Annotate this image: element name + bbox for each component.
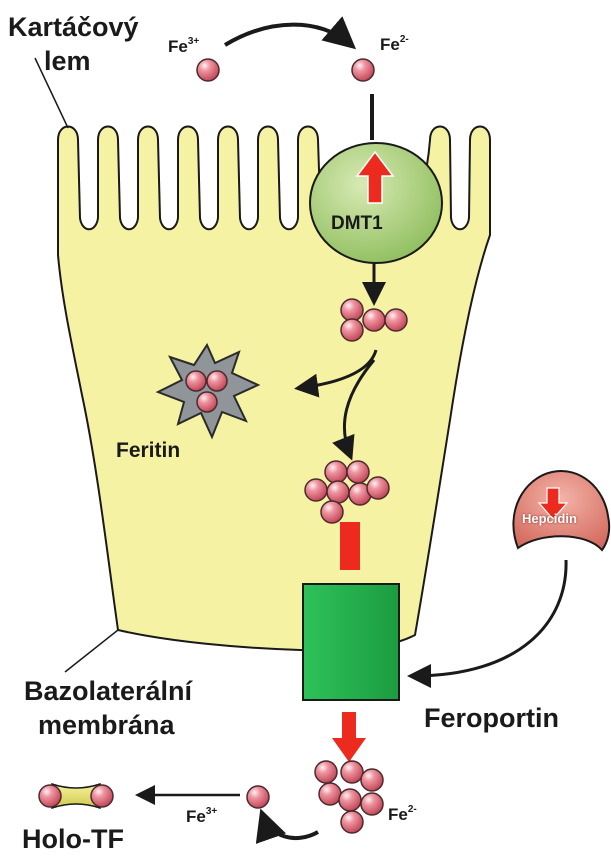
ferroportin-channel bbox=[303, 584, 399, 700]
fe3-ion-top bbox=[197, 59, 219, 81]
ferritin-label: Feritin bbox=[116, 440, 180, 461]
fe3-bottom-label: Fe3+ bbox=[186, 808, 217, 825]
fe2-bottom-label: Fe2- bbox=[388, 806, 417, 823]
fe3-top-label: Fe3+ bbox=[168, 38, 199, 55]
brush-border-label-line2: lem bbox=[44, 48, 91, 75]
basolateral-label-line2: membrána bbox=[38, 712, 175, 739]
holo-tf-label: Holo-TF bbox=[22, 826, 124, 853]
inhibition-bar bbox=[340, 522, 360, 570]
dmt1-label: DMT1 bbox=[331, 214, 383, 233]
oxidation-arrow bbox=[263, 816, 318, 838]
ferroportin-label: Feroportin bbox=[424, 705, 559, 732]
fe3-ion-bottom bbox=[247, 786, 269, 808]
bottom-fe2-cluster bbox=[315, 761, 383, 833]
fe2-top-label: Fe2- bbox=[380, 36, 409, 53]
reduction-arrow bbox=[225, 25, 350, 45]
basolateral-label-line1: Bazolaterální bbox=[24, 678, 192, 705]
brush-border-label-line1: Kartáčový bbox=[8, 14, 139, 41]
holo-transferrin bbox=[39, 784, 113, 808]
export-arrow bbox=[332, 712, 366, 762]
fe2-ion-top bbox=[352, 59, 374, 81]
hepcidin-to-ferroportin-arrow bbox=[413, 560, 566, 676]
hepcidin-label: Hepcidin bbox=[522, 512, 577, 525]
basolateral-pointer bbox=[65, 630, 118, 672]
